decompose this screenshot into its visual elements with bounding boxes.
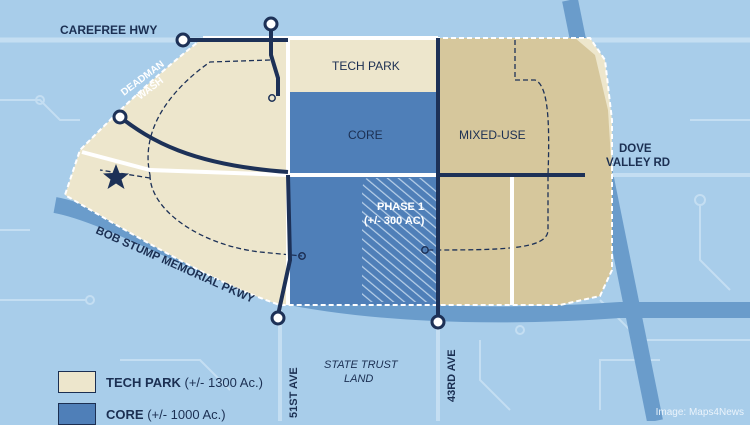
- road-end-markers: [112, 16, 446, 330]
- road-end-circle-icon: [270, 310, 286, 326]
- small-node-icon: [298, 252, 306, 260]
- legend-acres-tech-park: (+/- 1300 Ac.): [184, 374, 263, 390]
- legend-acres-core: (+/- 1000 Ac.): [147, 406, 226, 422]
- land-parcels: [63, 37, 613, 306]
- ave-51-label: 51ST AVE: [288, 367, 300, 418]
- small-node-icon: [421, 246, 429, 254]
- parcel-boundary: [63, 37, 613, 306]
- mixed-use-label: MIXED-USE: [459, 128, 526, 142]
- road-end-circle-icon: [430, 314, 446, 330]
- tech-park-label: TECH PARK: [332, 59, 400, 73]
- small-markers: [268, 94, 429, 260]
- ave-43-label: 43RD AVE: [446, 349, 458, 402]
- phase-1-label-line2: (+/- 300 AC): [364, 215, 425, 227]
- road-end-circle-icon: [263, 16, 279, 32]
- legend-swatch-core: [58, 403, 96, 425]
- deadman-wash-road: [269, 24, 280, 96]
- image-credit: Image: Maps4News: [655, 407, 744, 418]
- phase-1-label-line1: PHASE 1: [377, 201, 425, 213]
- legend-name-core: CORE: [106, 406, 144, 422]
- carefree-hwy-label: CAREFREE HWY: [60, 23, 158, 37]
- state-trust-label-line2: LAND: [344, 373, 374, 385]
- star-icon: [103, 164, 129, 189]
- dove-valley-label-line2: VALLEY RD: [606, 157, 671, 169]
- ave-51-core-road: [276, 174, 293, 316]
- legend-item-tech-park: TECH PARK (+/- 1300 Ac.): [58, 371, 263, 393]
- northwest-arc-road: [118, 115, 289, 174]
- core-parcel-north: [288, 92, 438, 175]
- small-node-icon: [268, 94, 276, 102]
- dove-valley-label-line1: DOVE: [619, 143, 652, 155]
- core-label: CORE: [348, 128, 383, 142]
- road-end-circle-icon: [112, 109, 128, 125]
- phase-1-area: [362, 178, 438, 302]
- legend-item-core: CORE (+/- 1000 Ac.): [58, 403, 226, 425]
- legend-swatch-tech-park: [58, 371, 96, 393]
- dark-roads: [118, 24, 585, 322]
- mixed-use-parcel: [438, 38, 612, 305]
- legend-name-tech-park: TECH PARK: [106, 374, 181, 390]
- state-trust-label-line1: STATE TRUST: [324, 359, 398, 371]
- road-end-circle-icon: [175, 32, 191, 48]
